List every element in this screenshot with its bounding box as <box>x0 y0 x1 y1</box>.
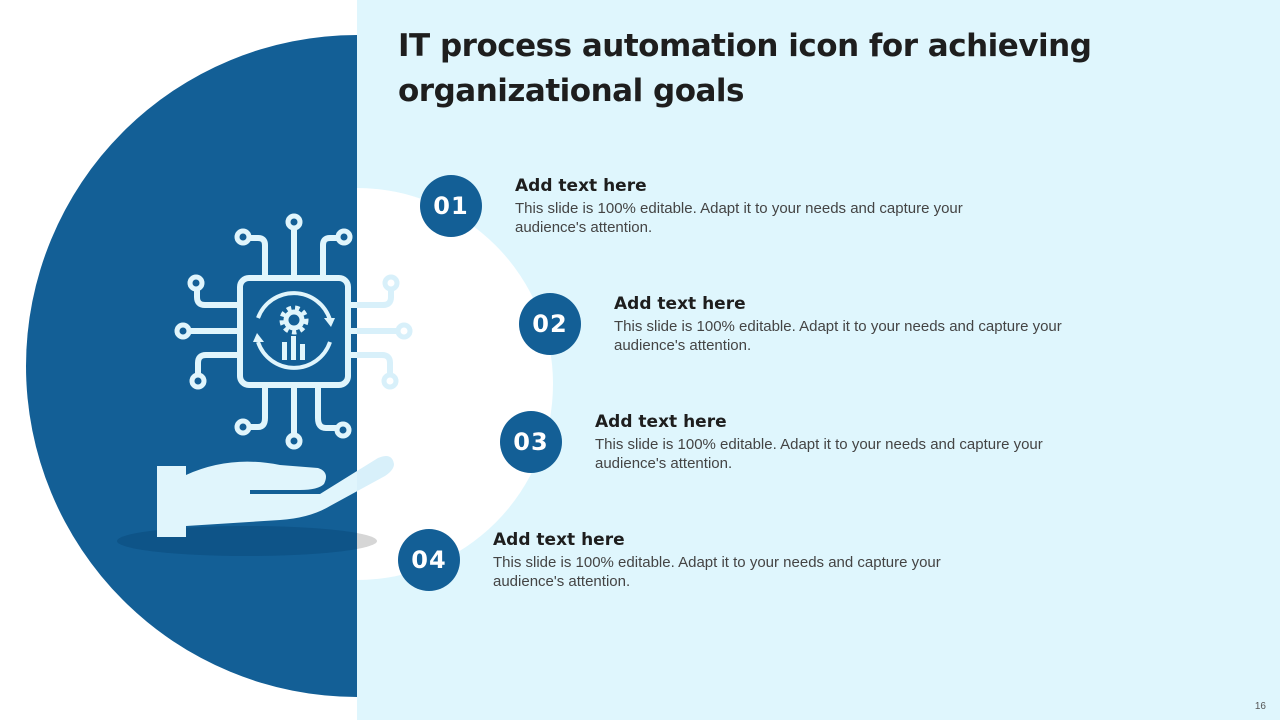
step-heading: Add text here <box>614 294 746 314</box>
page-number: 16 <box>1254 701 1266 712</box>
step-item-02: Add text here This slide is 100% editabl… <box>614 293 1134 355</box>
step-body: This slide is 100% editable. Adapt it to… <box>614 318 1062 354</box>
step-badge-03: 03 <box>500 411 562 473</box>
step-body: This slide is 100% editable. Adapt it to… <box>595 436 1043 472</box>
step-item-04: Add text here This slide is 100% editabl… <box>493 529 1013 591</box>
blue-half-circle <box>26 35 357 697</box>
hand-shadow-right <box>357 533 377 549</box>
step-heading: Add text here <box>595 412 727 432</box>
step-body: This slide is 100% editable. Adapt it to… <box>515 200 963 236</box>
step-badge-04: 04 <box>398 529 460 591</box>
step-item-01: Add text here This slide is 100% editabl… <box>515 175 1035 237</box>
slide-title: IT process automation icon for achieving… <box>398 28 1092 109</box>
step-heading: Add text here <box>493 530 625 550</box>
step-item-03: Add text here This slide is 100% editabl… <box>595 411 1115 473</box>
step-badge-01: 01 <box>420 175 482 237</box>
step-badge-02: 02 <box>519 293 581 355</box>
hand-shadow <box>117 526 357 556</box>
step-heading: Add text here <box>515 176 647 196</box>
step-body: This slide is 100% editable. Adapt it to… <box>493 554 941 590</box>
